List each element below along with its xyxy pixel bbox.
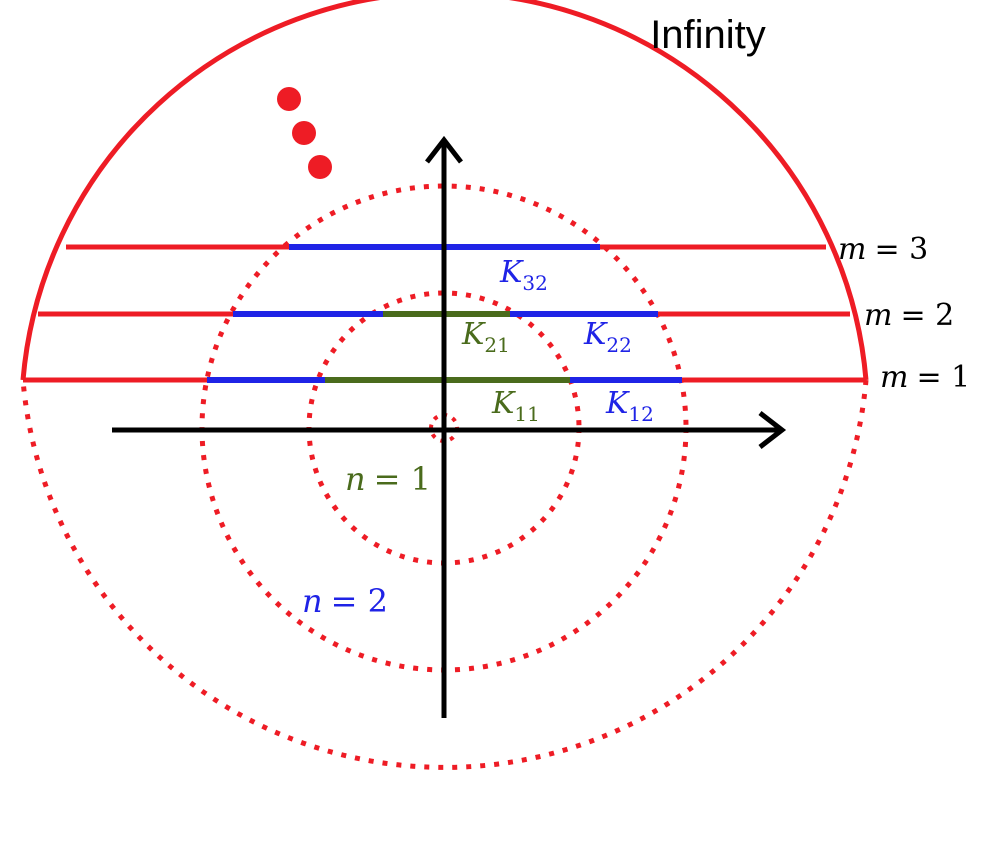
level-label-m-3: m= 3	[838, 232, 928, 267]
level-label-m-1: m= 1	[880, 360, 970, 395]
level-label-m-2: m= 2	[864, 298, 954, 333]
region-label-n-2: n= 2	[302, 582, 388, 620]
infinity-label: Infinity	[650, 13, 766, 57]
segment-label-k32: K32	[499, 255, 548, 295]
continuation-dot-2	[292, 121, 316, 145]
segment-label-k22: K22	[583, 317, 632, 357]
continuation-dot-1	[277, 87, 301, 111]
region-label-n-1: n= 1	[345, 460, 431, 498]
y-axis-arrowhead	[425, 135, 463, 164]
outer-dotted-arc	[20, 379, 869, 770]
segment-label-k21: K21	[461, 317, 510, 357]
segment-label-k11: K11	[491, 386, 540, 426]
x-axis-arrowhead	[758, 411, 787, 449]
continuation-dot-3	[308, 155, 332, 179]
segment-label-k12: K12	[605, 386, 654, 426]
infinity-boundary-arc	[20, 0, 869, 381]
